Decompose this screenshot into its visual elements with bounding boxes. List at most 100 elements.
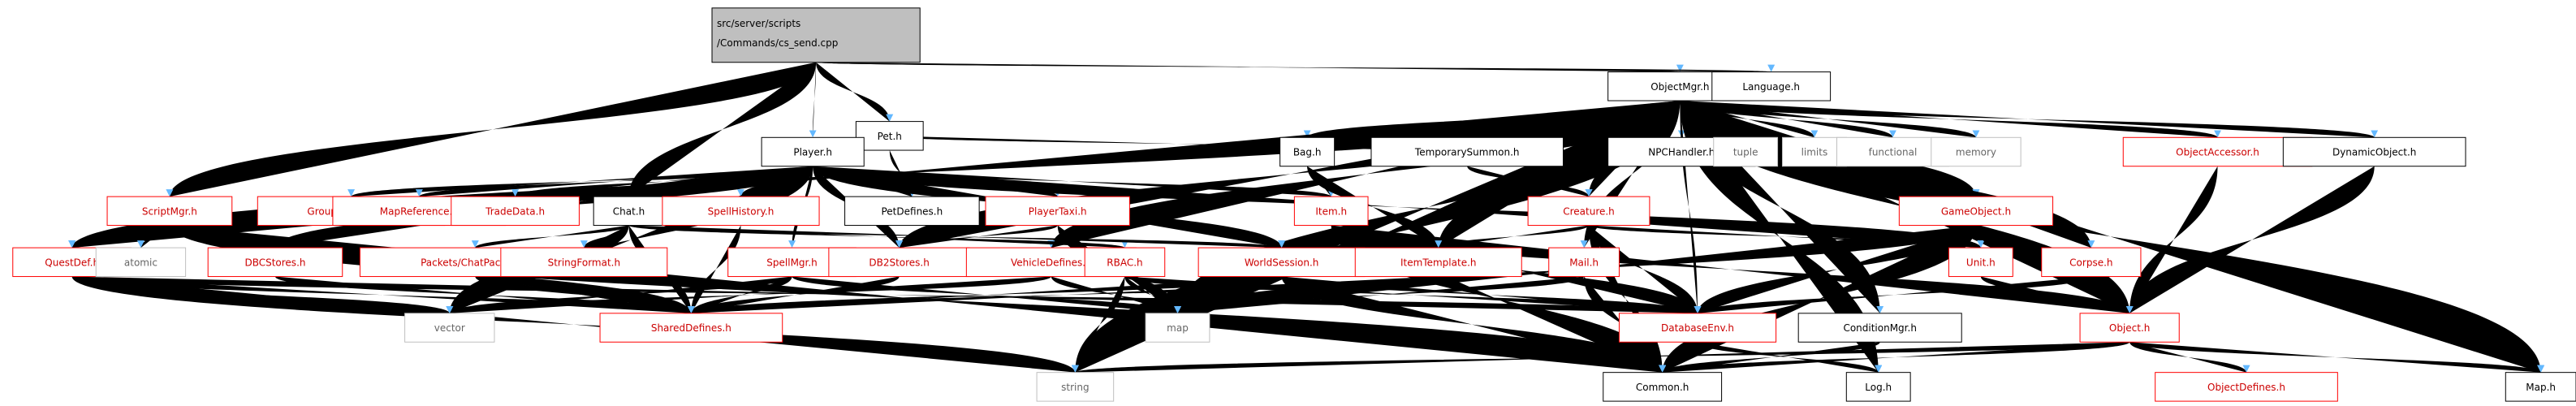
node-playertaxi[interactable]: PlayerTaxi.h xyxy=(985,196,1130,227)
edge-objectmgr-to-limits xyxy=(1680,101,1819,138)
node-item-label: Item.h xyxy=(1315,205,1347,217)
edge-corpse-to-databaseenv xyxy=(1694,276,2091,313)
node-databaseenv[interactable]: DatabaseEnv.h xyxy=(1618,313,1777,343)
node-vector-box xyxy=(404,313,495,343)
edge-scriptmgr-to-atomic xyxy=(136,225,170,248)
edge-object-to-string xyxy=(1072,342,2130,373)
node-root-box xyxy=(711,7,921,63)
edge-vehicledefines-to-map xyxy=(1051,276,1181,313)
node-atomic-box xyxy=(95,247,187,278)
node-shareddefines[interactable]: SharedDefines.h xyxy=(599,313,783,343)
node-mail[interactable]: Mail.h xyxy=(1548,247,1620,278)
node-conditionmgr[interactable]: ConditionMgr.h xyxy=(1797,313,1962,343)
edge-rbac-to-databaseenv xyxy=(1124,276,1702,313)
node-spellhistory-label: SpellHistory.h xyxy=(708,205,775,217)
node-player[interactable]: Player.h xyxy=(761,136,865,167)
node-playertaxi-box xyxy=(985,196,1130,227)
node-log-label: Log.h xyxy=(1865,382,1892,393)
edge-object-to-objdefines xyxy=(2129,342,2250,373)
node-language[interactable]: Language.h xyxy=(1711,71,1832,102)
node-unit[interactable]: Unit.h xyxy=(1948,247,2013,278)
node-bag[interactable]: Bag.h xyxy=(1279,136,1335,167)
node-objdefines-label: ObjectDefines.h xyxy=(2207,382,2285,393)
edge-root-to-pet xyxy=(816,62,894,122)
node-corpse-box xyxy=(2041,247,2142,278)
node-log[interactable]: Log.h xyxy=(1845,372,1911,402)
node-mail-label: Mail.h xyxy=(1569,257,1599,268)
edge-playertaxi-to-db2stores xyxy=(895,225,1058,248)
node-object-box xyxy=(2079,313,2180,343)
node-objaccessor-label: ObjectAccessor.h xyxy=(2176,147,2259,158)
node-stringformat-box xyxy=(500,247,668,278)
node-db2stores-box xyxy=(828,247,970,278)
node-stringformat-label: StringFormat.h xyxy=(548,257,621,268)
node-stringformat[interactable]: StringFormat.h xyxy=(500,247,668,278)
node-rbac-label: RBAC.h xyxy=(1107,257,1142,268)
node-corpse[interactable]: Corpse.h xyxy=(2041,247,2142,278)
node-map-label: map xyxy=(1167,322,1189,334)
node-player-box xyxy=(761,136,865,167)
node-pet-label: Pet.h xyxy=(878,131,902,142)
node-scriptmgr-box xyxy=(106,196,233,227)
node-dbcstores[interactable]: DBCStores.h xyxy=(207,247,343,278)
node-object[interactable]: Object.h xyxy=(2079,313,2180,343)
node-maph[interactable]: Map.h xyxy=(2505,372,2576,402)
node-log-box xyxy=(1845,372,1911,402)
node-rbac-box xyxy=(1084,247,1166,278)
node-conditionmgr-label: ConditionMgr.h xyxy=(1843,322,1917,334)
node-root-label-line: src/server/scripts xyxy=(717,18,800,29)
node-shareddefines-box xyxy=(599,313,783,343)
node-chat[interactable]: Chat.h xyxy=(593,196,665,227)
edge-dynobj-to-object xyxy=(2125,166,2375,313)
node-itemtemplate[interactable]: ItemTemplate.h xyxy=(1354,247,1522,278)
node-common-label: Common.h xyxy=(1636,382,1689,393)
node-item[interactable]: Item.h xyxy=(1293,196,1369,227)
edge-object-to-common xyxy=(1659,342,2130,373)
node-objdefines-box xyxy=(2155,372,2338,402)
node-tempsummon-box xyxy=(1370,136,1564,167)
node-scriptmgr[interactable]: ScriptMgr.h xyxy=(106,196,233,227)
node-spellhistory[interactable]: SpellHistory.h xyxy=(662,196,820,227)
node-gameobject-label: GameObject.h xyxy=(1941,205,2011,217)
node-creature-label: Creature.h xyxy=(1563,205,1615,217)
node-common[interactable]: Common.h xyxy=(1603,372,1723,402)
node-dbcstores-label: DBCStores.h xyxy=(244,257,305,268)
edge-questdef-to-string xyxy=(71,276,1079,373)
node-objdefines[interactable]: ObjectDefines.h xyxy=(2155,372,2338,402)
node-worldsession[interactable]: WorldSession.h xyxy=(1197,247,1366,278)
node-rbac[interactable]: RBAC.h xyxy=(1084,247,1166,278)
edge-player-to-tradedata xyxy=(511,166,813,197)
node-object-label: Object.h xyxy=(2109,322,2151,334)
node-db2stores[interactable]: DB2Stores.h xyxy=(828,247,970,278)
node-pet-box xyxy=(855,121,924,151)
node-tempsummon[interactable]: TemporarySummon.h xyxy=(1370,136,1564,167)
node-dbcstores-box xyxy=(207,247,343,278)
node-unit-box xyxy=(1948,247,2013,278)
edge-root-to-chat xyxy=(625,62,817,197)
node-tradedata-label: TradeData.h xyxy=(485,205,545,217)
edge-mail-to-common xyxy=(1584,276,1667,373)
node-gameobject[interactable]: GameObject.h xyxy=(1898,196,2054,227)
node-tempsummon-label: TemporarySummon.h xyxy=(1414,147,1520,158)
node-pet[interactable]: Pet.h xyxy=(855,121,924,151)
node-functional: functional xyxy=(1836,136,1949,167)
edge-worldsession-to-shareddefines xyxy=(688,276,1282,313)
node-dynobj[interactable]: DynamicObject.h xyxy=(2282,136,2466,167)
node-language-label: Language.h xyxy=(1742,81,1800,93)
edge-chat-to-rbac xyxy=(628,225,1128,248)
node-corpse-label: Corpse.h xyxy=(2069,257,2112,268)
node-conditionmgr-box xyxy=(1797,313,1962,343)
node-objaccessor[interactable]: ObjectAccessor.h xyxy=(2122,136,2313,167)
node-tradedata[interactable]: TradeData.h xyxy=(451,196,580,227)
edge-player-to-questdef xyxy=(68,166,813,248)
edge-databaseenv-to-log xyxy=(1698,342,1883,373)
node-shareddefines-label: SharedDefines.h xyxy=(651,322,731,334)
edge-spellmgr-to-shareddefines xyxy=(687,276,792,313)
node-petdefines[interactable]: PetDefines.h xyxy=(844,196,980,227)
node-atomic: atomic xyxy=(95,247,187,278)
node-item-box xyxy=(1293,196,1369,227)
node-creature[interactable]: Creature.h xyxy=(1527,196,1650,227)
edge-root-to-scriptmgr xyxy=(166,62,817,197)
node-npchandler-label: NPCHandler.h xyxy=(1648,147,1715,158)
